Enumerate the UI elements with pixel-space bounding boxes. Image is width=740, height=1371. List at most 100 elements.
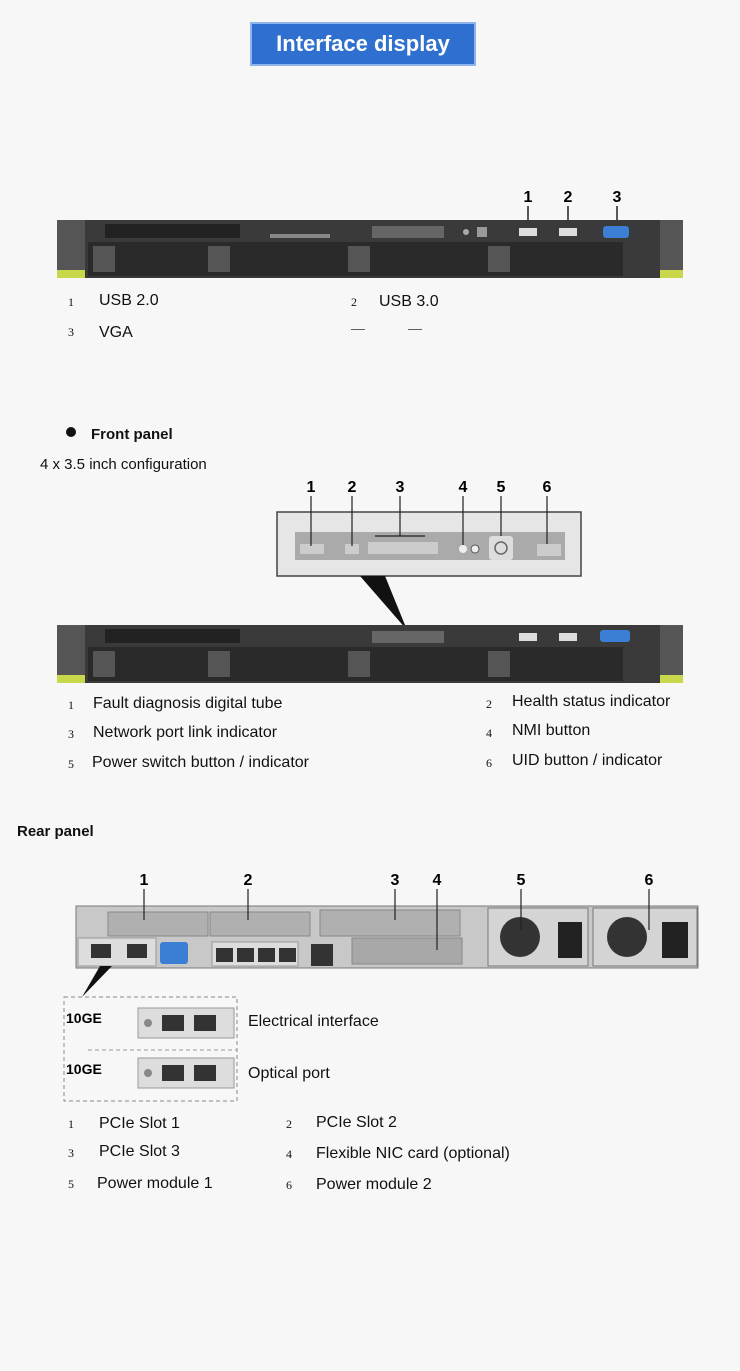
top-item-num-3: 3 [68,325,74,339]
front-callout-2: 2 [348,479,357,496]
rj45-port-2 [127,944,147,958]
top-callout-1: 1 [524,189,533,206]
front-item-num-2: 2 [486,697,492,711]
rear-panel-diagram: 1 2 3 4 5 6 10GE 10GE [63,872,699,1102]
power-button-shape [477,227,487,237]
usb-rear-ports [311,944,333,966]
psu-inlet-2 [662,922,688,958]
zoom-pointer [360,576,407,630]
rear-callout-6: 6 [645,872,654,889]
rear-item-label-2: PCIe Slot 2 [316,1114,397,1131]
drive-handle-5 [93,651,115,677]
ge-port-2 [237,948,254,962]
rear-item-num-2: 2 [286,1117,292,1131]
link-leds-shape [368,542,438,554]
optical-nic-card [137,1057,235,1089]
psu-fan-1 [500,917,540,957]
drive-handle-1 [93,246,115,272]
rear-item-label-3: PCIe Slot 3 [99,1143,180,1160]
ge-port-3 [258,948,275,962]
drive-handle-4 [488,246,510,272]
digital-tube-shape [300,544,324,554]
rear-item-label-6: Power module 2 [316,1176,432,1193]
front-callout-6: 6 [543,479,552,496]
front-item-label-4: NMI button [512,722,591,739]
rear-item-label-4: Flexible NIC card (optional) [316,1145,510,1162]
nic-speed-2: 10GE [66,1061,102,1077]
left-ear-tag [57,270,85,278]
rear-item-num-4: 4 [286,1147,292,1161]
page-title-text: Interface display [276,31,450,56]
rear-item-num-3: 3 [68,1146,74,1160]
rear-item-label-5: Power module 1 [97,1175,213,1192]
nic-label-electrical: Electrical interface [248,1013,379,1030]
front-callout-3: 3 [396,479,405,496]
front-item-label-3: Network port link indicator [93,724,278,741]
usb-2-port [519,228,537,236]
rear-callout-3: 3 [391,872,400,889]
front-panel-heading: Front panel [91,426,173,443]
front-item-label-6: UID button / indicator [512,752,663,769]
front-item-num-4: 4 [486,726,492,740]
drive-handle-3 [348,246,370,272]
page-title: Interface display [250,22,476,66]
front-panel-config: 4 x 3.5 inch configuration [40,456,207,473]
electrical-port-2 [194,1015,216,1031]
front-callout-5: 5 [497,479,506,496]
top-item-num-2: 2 [351,295,357,309]
power-icon [494,541,508,555]
psu-inlet-1 [558,922,582,958]
vent-grille-2 [105,629,240,643]
rear-callout-4: 4 [433,872,442,889]
nic-label-optical: Optical port [248,1065,330,1082]
optical-port-2 [194,1065,216,1081]
rj45-port-1 [91,944,111,958]
electrical-port-1 [162,1015,184,1031]
health-led-shape [345,544,359,554]
front-item-num-1: 1 [68,698,74,712]
nic-options-box [63,996,238,1102]
flexible-nic-slot [351,937,463,965]
left-ear-2 [57,625,85,683]
vga-port [603,226,629,238]
drive-handle-6 [208,651,230,677]
front-callout-1: 1 [307,479,316,496]
top-callout-2: 2 [564,189,573,206]
ge-port-4 [279,948,296,962]
rear-item-num-1: 1 [68,1117,74,1131]
top-item-num-1: 1 [68,295,74,309]
left-ear-tag-2 [57,675,85,683]
front-item-label-1: Fault diagnosis digital tube [93,695,283,712]
front-callout-4: 4 [459,479,468,496]
bullet-icon [66,427,76,437]
control-panel-strip-2 [372,631,444,643]
drive-handle-8 [488,651,510,677]
top-placeholder-1: — [351,320,365,336]
optical-port-1 [162,1065,184,1081]
usb-port-a [519,633,537,641]
vent-grille [105,224,240,238]
nmi-icon-zoom [470,544,480,554]
right-ear [660,220,683,278]
front-panel-zoom-diagram: 1 2 3 4 5 6 [57,479,683,683]
vga-port-rear [160,942,188,964]
pcie-slot-2 [209,911,311,937]
usb-3-port [559,228,577,236]
left-ear [57,220,85,278]
electrical-nic-card [137,1007,235,1039]
top-item-label-2: USB 3.0 [379,293,439,310]
psu-fan-2 [607,917,647,957]
top-placeholder-2: — [408,320,422,336]
ge-port-1 [216,948,233,962]
front-item-num-3: 3 [68,727,74,741]
top-callout-3: 3 [613,189,622,206]
top-item-label-3: VGA [99,324,133,341]
front-item-label-5: Power switch button / indicator [92,754,309,771]
rear-item-label-1: PCIe Slot 1 [99,1115,180,1132]
rear-item-num-6: 6 [286,1178,292,1192]
nmi-button-shape [463,229,469,235]
rear-callout-1: 1 [140,872,149,889]
nmi-button-zoom [459,545,467,553]
drive-handle-7 [348,651,370,677]
power-button-zoom [489,536,513,560]
